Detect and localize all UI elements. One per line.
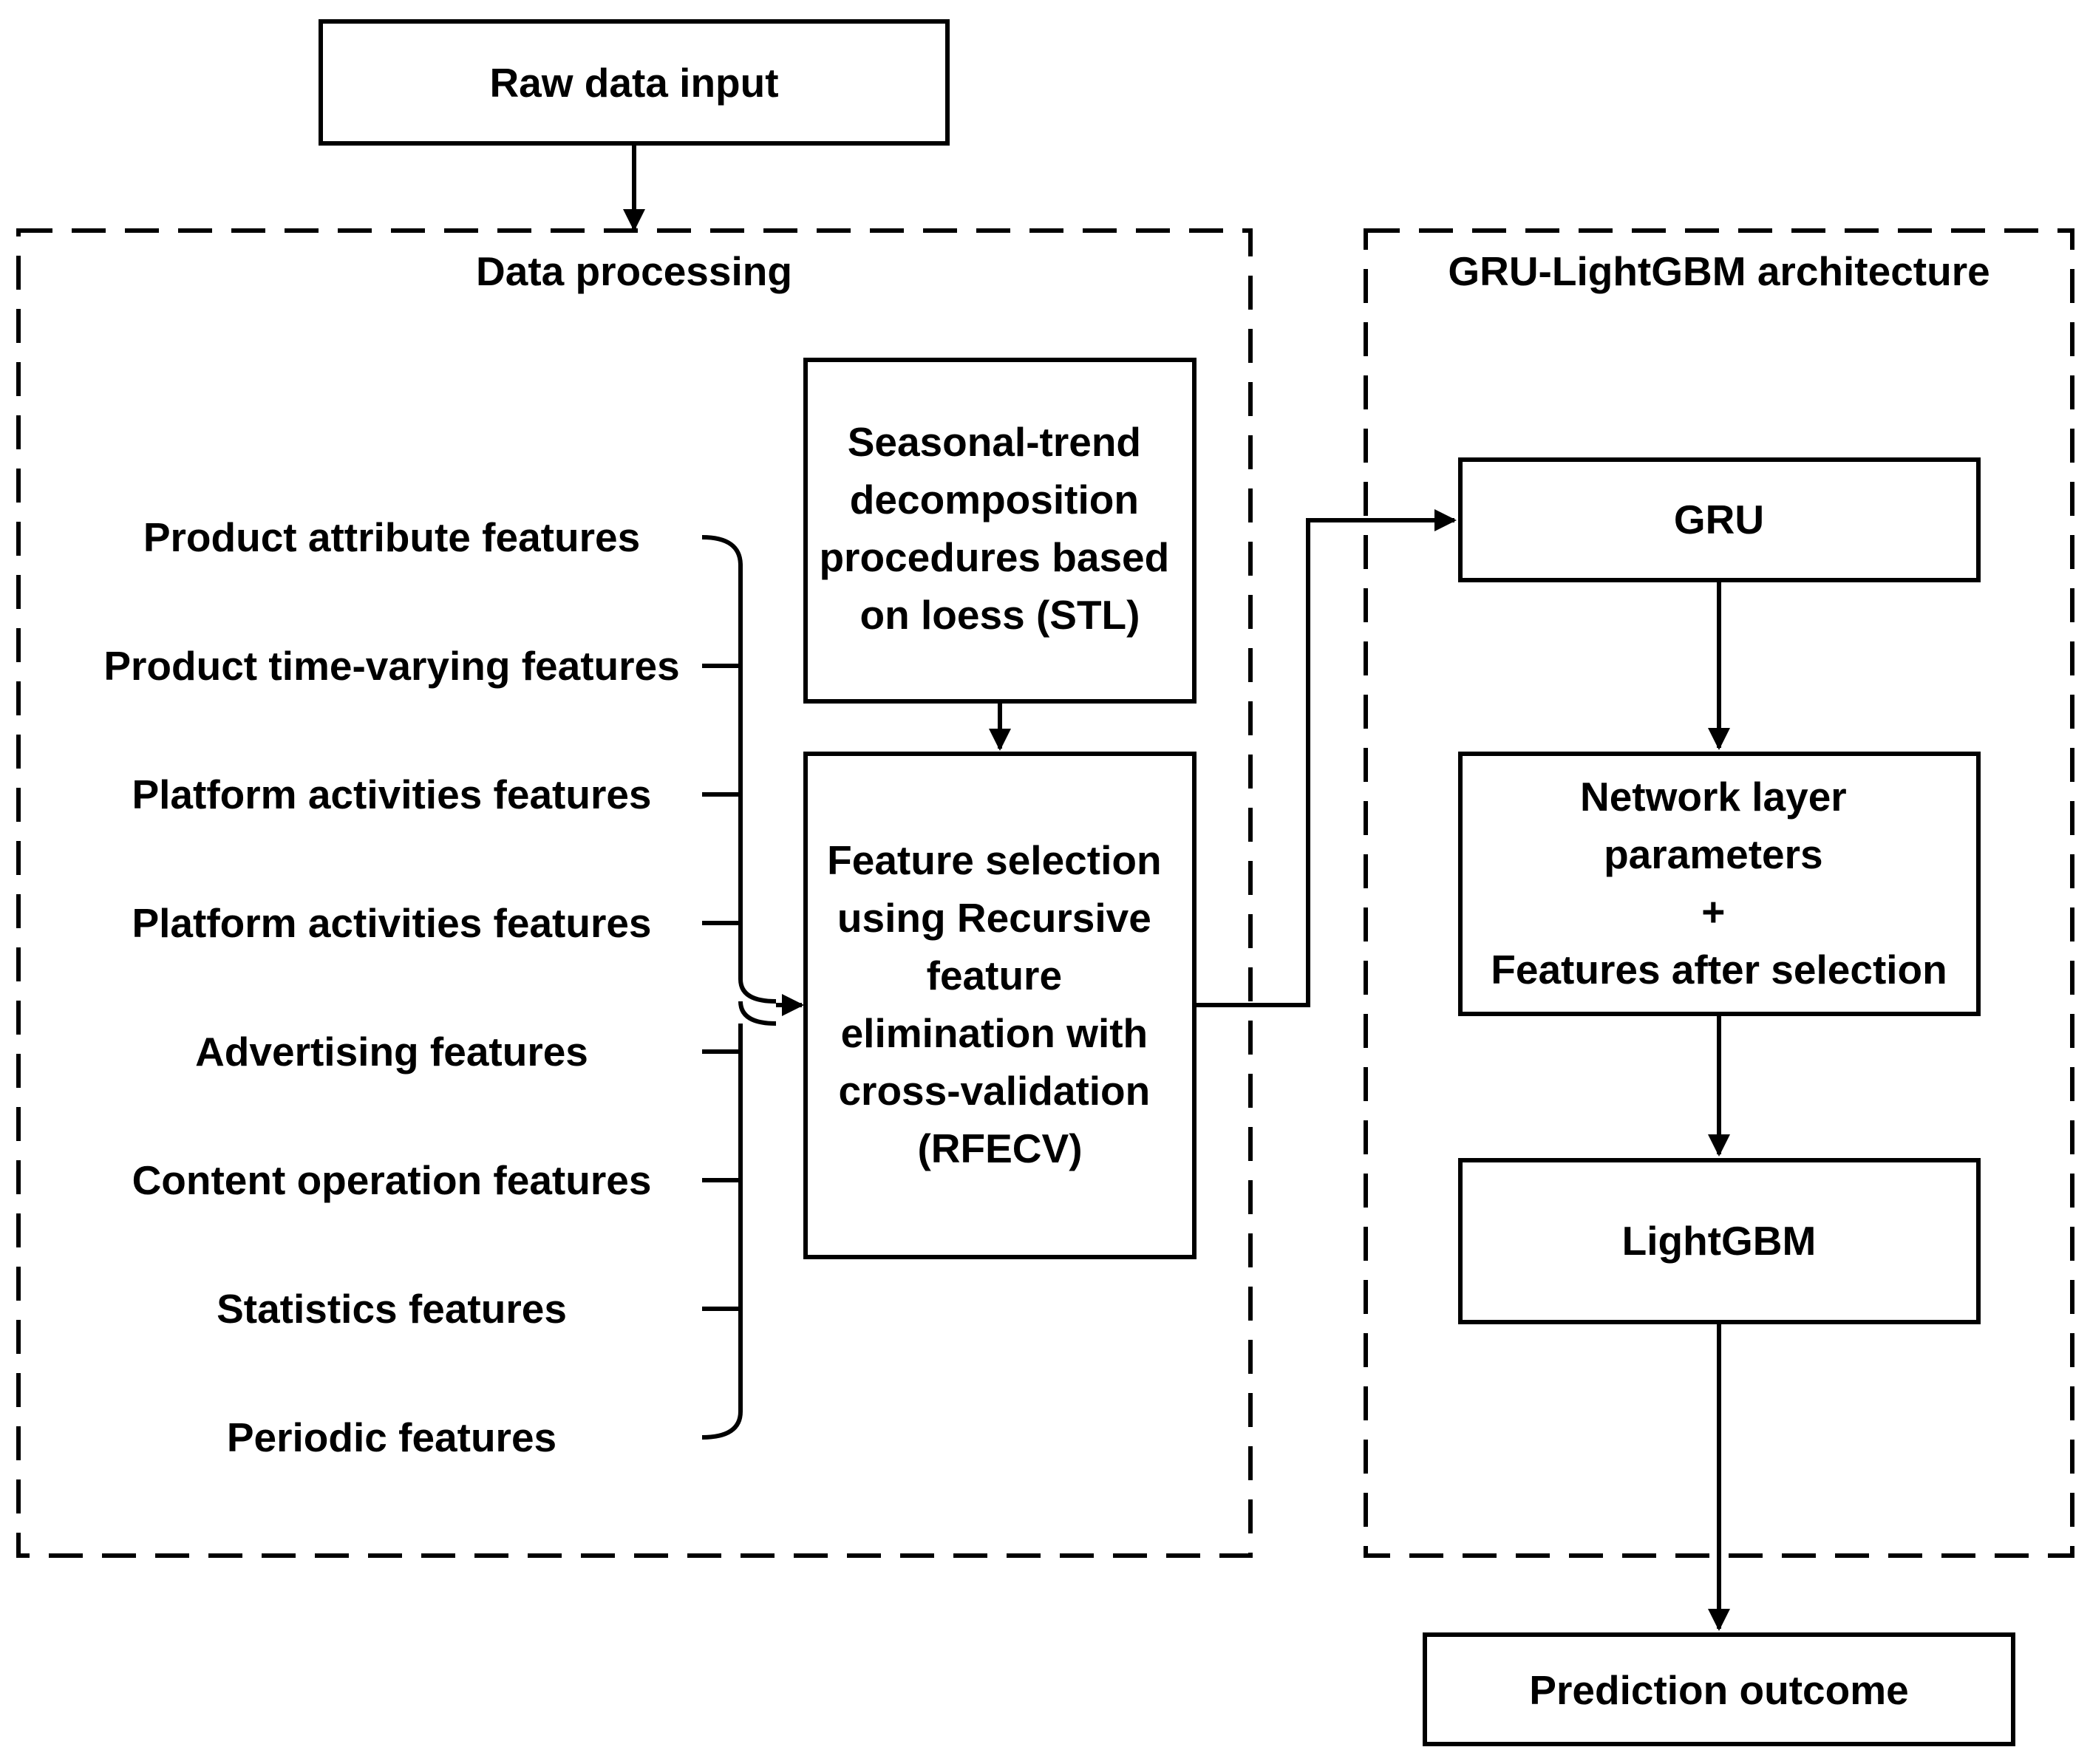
stl-label: Seasonal-trend decomposition procedures …	[819, 419, 1180, 638]
gru-box	[1458, 457, 1981, 582]
architecture-container	[1364, 228, 2074, 1558]
feature-label: Platform activities features	[132, 772, 651, 817]
rfecv-box	[803, 752, 1197, 1259]
feature-brace	[701, 535, 777, 1440]
feature-label: Statistics features	[217, 1286, 567, 1332]
architecture-title: GRU-LightGBM architecture	[1448, 248, 1989, 294]
feature-label: Advertising features	[195, 1029, 588, 1075]
feature-label: Product time-varying features	[103, 643, 679, 689]
prediction-outcome-box	[1423, 1632, 2015, 1746]
gru-label: GRU	[1674, 497, 1764, 542]
rfecv-label: Feature selection using Recursive featur…	[827, 837, 1173, 1171]
lightgbm-label: LightGBM	[1622, 1218, 1817, 1264]
feature-label: Platform activities features	[132, 900, 651, 946]
network-params-box	[1458, 752, 1981, 1016]
lightgbm-box	[1458, 1158, 1981, 1324]
raw-data-input-label: Raw data input	[489, 60, 778, 106]
data-processing-title: Data processing	[476, 248, 792, 294]
connector-rfecv-to-gru	[1194, 509, 1457, 1007]
prediction-outcome-label: Prediction outcome	[1529, 1667, 1908, 1713]
feature-label: Periodic features	[227, 1414, 556, 1460]
stl-box	[803, 358, 1197, 704]
feature-label: Content operation features	[132, 1157, 652, 1203]
feature-label: Product attribute features	[143, 514, 640, 560]
network-params-label: Network layer parameters + Features afte…	[1491, 774, 1947, 992]
